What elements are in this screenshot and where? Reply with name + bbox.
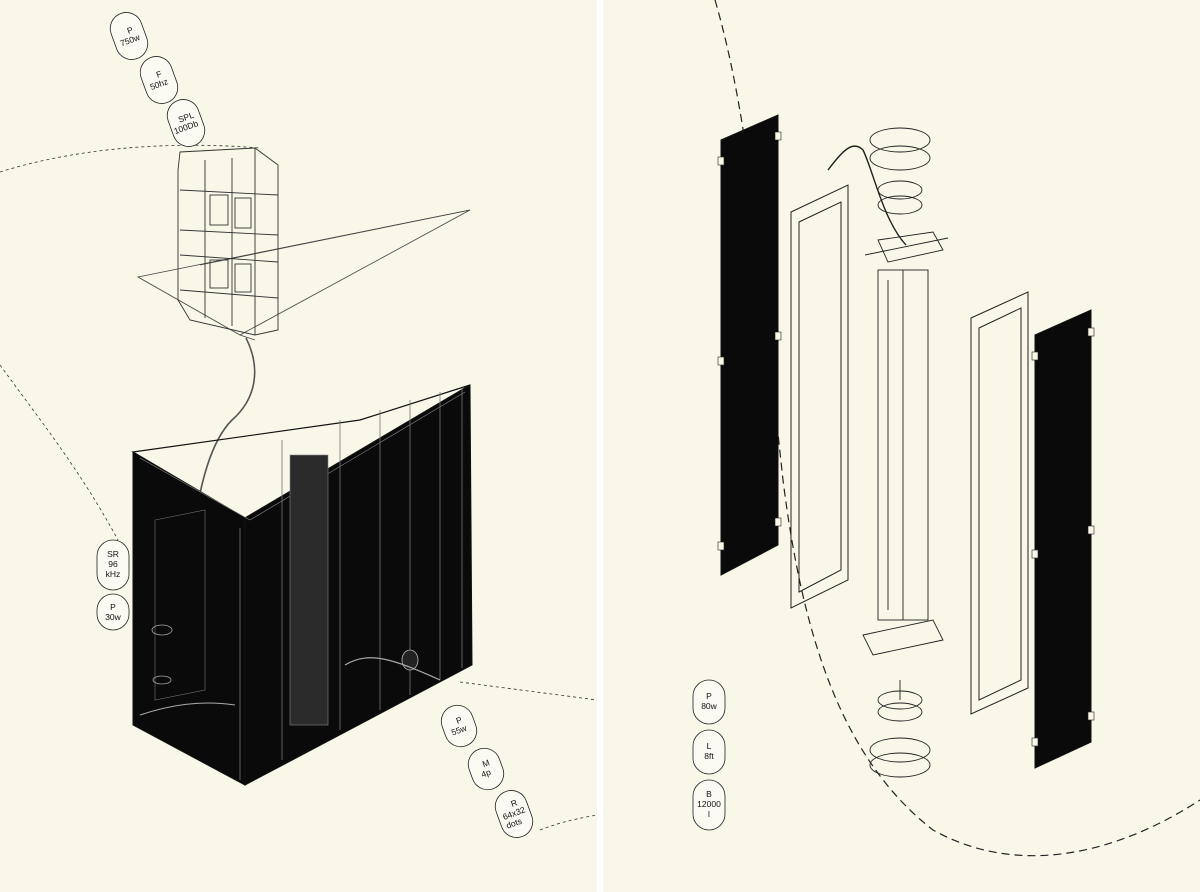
recorder-spec-power-pill: P 30w [96,593,130,631]
dashed-path-left [0,364,119,541]
frame-left [790,184,849,609]
left-diagram-panel: P 750w F 50hz SPL 100Db SR 96 kHz P 30w … [0,0,597,892]
spec-value: 4p [480,767,493,780]
spec-label: M [481,757,491,769]
spec-label: P [455,714,464,725]
speaker-spec-spl-pill: SPL 100Db [166,99,206,147]
booth-enclosure [131,384,473,786]
black-cover-panel-left [720,114,779,576]
speaker-spec-frequency-pill: F 50hz [139,56,179,104]
speaker-projection-plane [136,209,471,341]
dashed-path-bottom [539,814,597,831]
display-spec-power-pill: P 55w [440,704,478,748]
spec-label: P [110,602,116,612]
spec-value: 80w [701,701,717,711]
spec-label: SR [107,549,119,559]
display-spec-resolution-pill: R 64x32 dots [494,790,534,838]
display-spec-mode-pill: M 4p [467,747,505,791]
black-cover-panel-right [1034,309,1092,769]
spec-value: 30w [105,612,121,622]
right-diagram-panel: P 80w L 8ft B 12000 l [603,0,1200,892]
spec-label: P [706,691,712,701]
spec-value: 8ft [704,751,714,761]
panel-divider [597,0,603,892]
light-spec-length-pill: L 8ft [692,729,726,775]
spec-label: B [706,789,712,799]
panel-hinges-left [717,131,782,551]
dashed-path-right [459,681,597,701]
frame-right [970,291,1029,715]
light-spec-brightness-pill: B 12000 l [692,779,726,831]
spec-label: F [155,69,163,80]
speaker-spec-power-pill: P 750w [109,12,149,60]
spec-value: 96 [108,559,118,569]
spec-label: L [707,741,712,751]
light-spec-power-pill: P 80w [692,679,726,725]
spec-value-unit: l [708,809,710,819]
perforated-panel [289,454,329,726]
speaker-array [177,147,279,336]
light-tube-assembly [827,127,949,778]
light-column-exploded-view: P 80w L 8ft B 12000 l [692,0,1200,857]
speaker-booth-axonometric: P 750w F 50hz SPL 100Db SR 96 kHz P 30w … [0,12,597,838]
spec-value: 12000 [697,799,721,809]
dashed-boundary-curve [714,0,1200,857]
spec-label: R [509,797,518,808]
spec-label: P [126,24,135,35]
panel-hinges-right [1031,327,1095,747]
dashed-path-top [0,144,261,173]
spec-value-unit: kHz [106,569,121,579]
recorder-spec-samplerate-pill: SR 96 kHz [96,539,130,591]
